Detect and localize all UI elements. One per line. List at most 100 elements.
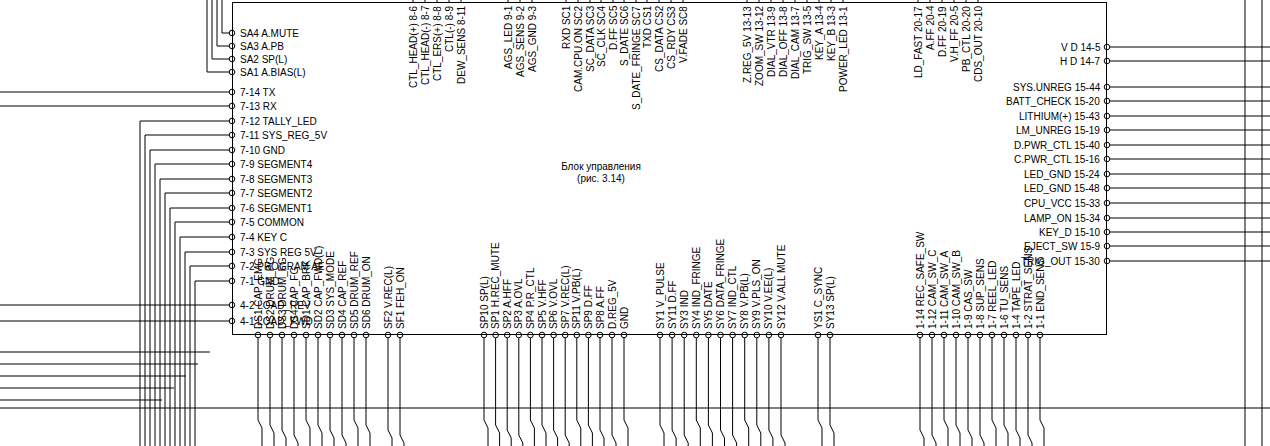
wire	[217, 0, 232, 46]
pin-terminal	[609, 332, 615, 338]
pin-label: SP8 A.FF	[595, 286, 606, 329]
pin-terminal	[730, 332, 736, 338]
pin-terminal	[1104, 58, 1110, 64]
pin-label: SY9 V.PLS_ON	[751, 259, 762, 329]
pin-label: D.PWR_CTL 15-40	[1014, 140, 1100, 151]
pin-label: 1-7 REEL_LED	[987, 261, 998, 329]
wire	[1107, 87, 1270, 88]
pin-label: 7-11 SYS_REG_5V	[240, 130, 327, 141]
pin-label: 1-9 CAS_SW	[963, 270, 974, 329]
wire	[1107, 116, 1270, 117]
pin-terminal	[694, 332, 700, 338]
wire	[342, 335, 346, 446]
pin-terminal	[742, 332, 748, 338]
pin-label: CS_DATA CS2	[654, 6, 665, 72]
pin-terminal	[1104, 98, 1110, 104]
pin-label: SD4 CAP_REF	[337, 261, 348, 329]
pin-terminal	[977, 332, 983, 338]
wire	[932, 335, 936, 446]
pin-terminal	[953, 332, 959, 338]
pin-label: S_DATE SC6	[619, 6, 630, 66]
pin-label: LAMP_ON 15-34	[1024, 213, 1100, 224]
wire	[1107, 130, 1270, 131]
pin-terminal	[315, 332, 321, 338]
pin-label: SY3 IND	[679, 290, 690, 329]
pin-label: SP6 V.OVL	[548, 279, 559, 329]
pin-terminal	[493, 332, 499, 338]
pin-terminal	[1037, 332, 1043, 338]
pin-terminal	[327, 332, 333, 338]
pin-terminal	[516, 332, 522, 338]
pin-label: SY12 V.ALL MUTE	[776, 245, 787, 329]
pin-terminal	[562, 332, 568, 338]
pin-terminal	[339, 332, 345, 338]
wire	[258, 335, 262, 446]
pin-terminal	[1104, 127, 1110, 133]
pin-label: POWER_LED 13-1	[838, 6, 849, 92]
wire	[0, 408, 1270, 409]
wire	[542, 335, 546, 446]
pin-terminal	[718, 332, 724, 338]
wire	[0, 352, 210, 353]
pin-label: CTL(-) 8-9	[444, 6, 455, 52]
pin-label: CAM.CPU.ON SC2	[573, 6, 584, 92]
wire	[0, 400, 162, 401]
wire	[496, 335, 500, 446]
pin-label: SY4 IND_FRINGE	[691, 247, 702, 329]
pin-terminal	[1104, 215, 1110, 221]
pin-terminal	[929, 332, 935, 338]
pin-terminal	[941, 332, 947, 338]
pin-label: SA2 SP(L)	[240, 54, 287, 65]
pin-terminal	[669, 332, 675, 338]
wire	[207, 0, 232, 72]
pin-label: SC_CLK SC4	[596, 6, 607, 67]
wire	[1107, 61, 1270, 62]
pin-label: 7-8 SEGMENT3	[240, 174, 312, 185]
pin-terminal	[965, 332, 971, 338]
wire	[920, 335, 924, 446]
wire	[577, 335, 581, 446]
pin-label: A.FF 20-4	[925, 6, 936, 50]
pin-label: 7-13 RX	[240, 101, 277, 112]
pin-terminal	[363, 332, 369, 338]
pin-label: Z.REG_5V 13-13	[742, 6, 753, 83]
pin-label: AGS_LED 9-1	[503, 6, 514, 69]
pin-label: KEY_A 13-4	[814, 6, 825, 60]
wire	[270, 335, 274, 446]
pin-label: SY5 DATE	[703, 281, 714, 329]
pin-label: CS_RDY CS3	[666, 6, 677, 69]
wire	[612, 335, 616, 446]
pin-label: SY10 V.EE(L)	[763, 268, 774, 329]
wire	[733, 335, 737, 446]
pin-label: SD5 DRUM_REF	[349, 251, 360, 329]
pin-label: 7-7 SEGMENT2	[240, 188, 312, 199]
pin-terminal	[1104, 156, 1110, 162]
wire	[1107, 203, 1270, 204]
pin-label: ZOOM_SW 13-12	[754, 6, 765, 86]
wire	[222, 0, 232, 33]
wire	[1107, 101, 1270, 102]
wire	[170, 208, 232, 446]
pin-terminal	[1104, 84, 1110, 90]
wire	[0, 364, 198, 365]
pin-label: CTL_ERS(+) 8-8	[432, 6, 443, 81]
pin-terminal	[1104, 200, 1110, 206]
wire	[1107, 145, 1270, 146]
pin-terminal	[766, 332, 772, 338]
pin-terminal	[291, 332, 297, 338]
pin-label: 1-6 TU_SENS	[999, 266, 1010, 329]
wire	[660, 335, 664, 446]
pin-label: 7-12 TALLY_LED	[240, 116, 317, 127]
wire	[1262, 0, 1263, 446]
pin-label: AGS_SENS 9-2	[515, 6, 526, 77]
wire	[160, 179, 232, 446]
pin-label: PB_CTL 20-20	[961, 6, 972, 72]
pin-label: SD6 DRUM_ON	[361, 256, 372, 329]
pin-label: SA1 A.BIAS(L)	[240, 67, 306, 78]
wire	[0, 321, 232, 322]
pin-label: 7-6 SEGMENT1	[240, 203, 312, 214]
pin-terminal	[1104, 44, 1110, 50]
pin-label: SP4 P.R_CTL	[525, 267, 536, 329]
pin-terminal	[481, 332, 487, 338]
